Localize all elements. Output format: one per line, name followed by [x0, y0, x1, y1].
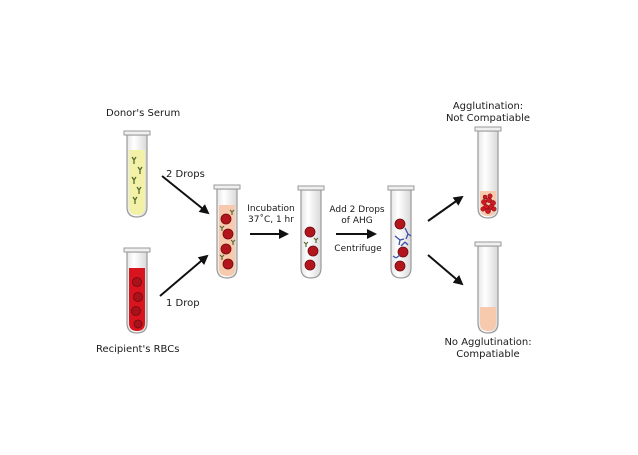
ahg-tube	[387, 185, 415, 279]
antibody-icons	[219, 209, 236, 260]
tube-rim	[297, 185, 325, 191]
agglutination-line-1: Agglutination:	[452, 101, 524, 112]
red-cells	[304, 226, 319, 271]
incubated-tube	[297, 185, 325, 279]
red-cells	[394, 218, 409, 272]
agglutination-tube	[474, 126, 502, 219]
incubation-line-2: 37˚C, 1 hr	[248, 215, 294, 225]
one-drop-label: 1 Drop	[166, 298, 200, 309]
arrow-two-drops	[161, 175, 210, 215]
bound-antibodies	[303, 237, 319, 247]
add-ahg-line-1: Add 2 Drops	[329, 205, 385, 215]
red-cells	[131, 277, 143, 329]
no-agglutination-line-2: Compatiable	[456, 349, 520, 360]
no-agglutination-label: No Agglutination: Compatiable	[436, 337, 540, 361]
recipient-rbc-tube	[123, 247, 151, 334]
tube-rim	[474, 126, 502, 132]
serum-fluid	[129, 150, 145, 215]
tube-rim	[474, 241, 502, 247]
recipient-rbcs-label: Recipient's RBCs	[96, 344, 180, 355]
no-agglutination-tube	[474, 241, 502, 334]
no-agglutination-line-1: No Agglutination:	[444, 337, 532, 348]
centrifuge-label: Centrifuge	[334, 244, 382, 254]
red-cells	[220, 213, 234, 270]
ahg-molecules	[392, 227, 412, 259]
clumped-cells	[480, 193, 497, 214]
arrow-to-agglutination	[427, 195, 464, 222]
add-ahg-line-2: of AHG	[341, 216, 373, 226]
arrow-to-no-agglutination	[427, 254, 464, 286]
mixture-tube	[213, 184, 241, 279]
incubation-label: Incubation 37˚C, 1 hr	[244, 204, 298, 226]
tube-rim	[213, 184, 241, 190]
tube-rim	[387, 185, 415, 191]
compatible-fluid	[480, 307, 496, 331]
incubation-line-1: Incubation	[247, 204, 295, 214]
arrow-one-drop	[159, 254, 209, 297]
agglutination-line-2: Not Compatiable	[445, 113, 531, 124]
agglutination-label: Agglutination: Not Compatiable	[438, 101, 538, 125]
antibody-icons	[131, 156, 143, 204]
tube-rim	[123, 130, 151, 136]
donor-serum-label: Donor's Serum	[106, 108, 181, 119]
two-drops-label: 2 Drops	[166, 169, 205, 180]
donor-serum-tube	[123, 130, 151, 218]
add-ahg-label: Add 2 Drops of AHG	[328, 205, 386, 227]
tube-rim	[123, 247, 151, 253]
